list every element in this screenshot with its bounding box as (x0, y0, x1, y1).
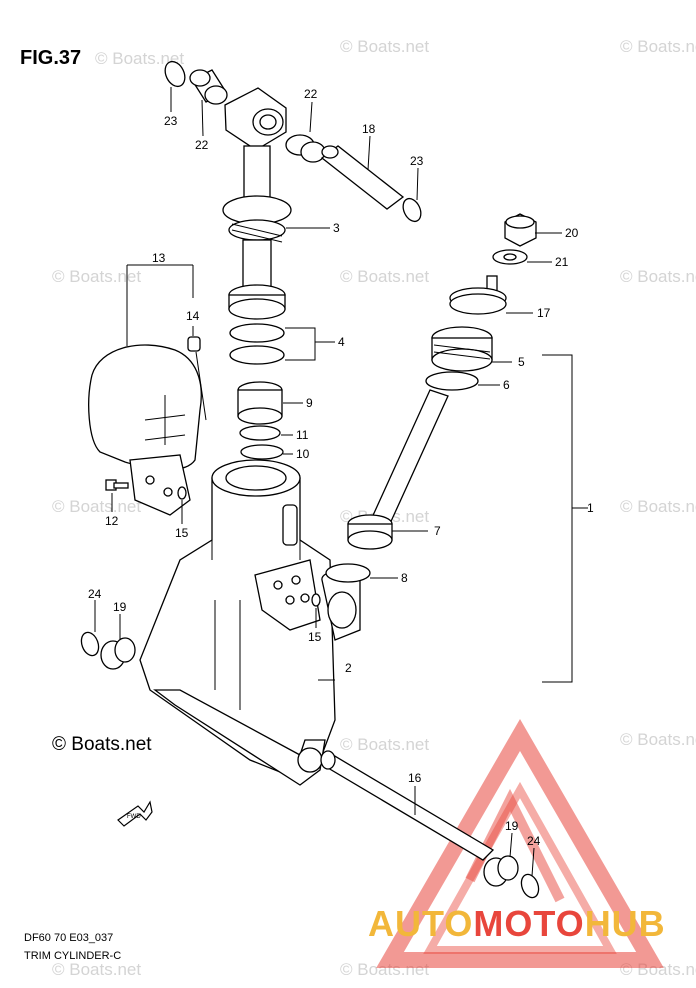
callout-9: 9 (306, 396, 313, 410)
callout-15: 15 (308, 630, 322, 644)
callout-17: 17 (537, 306, 551, 320)
callout-15: 15 (175, 526, 189, 540)
part-11-ring (239, 425, 281, 441)
watermark: © Boats.net (52, 960, 141, 979)
part-24-ring-right (520, 873, 540, 899)
watermark: © Boats.net (620, 497, 696, 516)
callout-6: 6 (503, 378, 510, 392)
callout-22: 22 (304, 87, 318, 101)
brand-part-auto: AUTO (368, 903, 473, 944)
watermark: © Boats.net (340, 37, 429, 56)
part-17-valve (449, 275, 507, 315)
part-23-ring-top-left (164, 60, 186, 88)
brand-part-hub: HUB (585, 903, 666, 944)
part-22-bushing-left (189, 69, 228, 105)
part-14-plug (187, 336, 201, 352)
callout-24: 24 (527, 834, 541, 848)
copyright-notice: © Boats.net (52, 734, 152, 755)
callout-13: 13 (152, 251, 166, 265)
part-19-bushing-right (483, 855, 519, 887)
figure-name: TRIM CYLINDER-C (24, 950, 121, 962)
callout-21: 21 (555, 255, 569, 269)
brand-wordmark: AUTOMOTOHUB (368, 903, 666, 944)
callout-10: 10 (296, 447, 310, 461)
callout-20: 20 (565, 226, 579, 240)
callout-24: 24 (88, 587, 102, 601)
figure-title: FIG.37 (20, 47, 81, 69)
part-5-cap (431, 326, 493, 372)
callout-2: 2 (345, 661, 352, 675)
callout-12: 12 (105, 514, 119, 528)
part-16-shaft (320, 750, 495, 861)
figure-code: DF60 70 E03_037 (24, 932, 113, 944)
part-24-ring-left (80, 631, 100, 657)
watermark: © Boats.net (620, 730, 696, 749)
callout-22: 22 (195, 138, 209, 152)
part-7-piston (347, 514, 393, 550)
part-21-washer (492, 249, 528, 265)
part-9-piston (237, 381, 283, 425)
watermark: © Boats.net (620, 37, 696, 56)
callout-4: 4 (338, 335, 345, 349)
part-15-o-ring-left (177, 486, 187, 500)
callout-5: 5 (518, 355, 525, 369)
callout-1: 1 (587, 501, 594, 515)
callout-3: 3 (333, 221, 340, 235)
callout-19: 19 (505, 819, 519, 833)
part-12-bolt (105, 479, 129, 491)
callout-7: 7 (434, 524, 441, 538)
part-20-nut (504, 213, 537, 247)
part-19-bushing-left (100, 637, 136, 670)
callout-labels: 1 2 3 4 5 6 7 8 9 11 10 12 13 14 15 15 1… (88, 87, 594, 848)
callout-18: 18 (362, 122, 376, 136)
part-15-o-ring-right (311, 593, 321, 607)
part-3-cylinder-head (222, 87, 292, 243)
part-8-o-ring (325, 563, 371, 583)
callout-11: 11 (296, 428, 309, 442)
callout-14: 14 (186, 309, 200, 323)
callout-16: 16 (408, 771, 422, 785)
watermark-layer: © Boats.net © Boats.net © Boats.net © Bo… (52, 37, 696, 979)
part-6-o-ring (425, 371, 479, 391)
part-13-cover (88, 344, 202, 516)
leader-lines (94, 87, 588, 877)
watermark: © Boats.net (340, 735, 429, 754)
part-10-ring (240, 444, 284, 460)
part-23-ring-right (402, 197, 422, 223)
part-18-pin (320, 145, 405, 210)
watermark: © Boats.net (95, 49, 184, 68)
part-22-bushing-right (285, 134, 326, 163)
watermark: © Boats.net (52, 497, 141, 516)
callout-23: 23 (410, 154, 424, 168)
brand-part-moto: MOTO (473, 903, 584, 944)
fwd-label: FWD (127, 814, 141, 820)
part-piston-rod (228, 239, 286, 320)
callout-8: 8 (401, 571, 408, 585)
fwd-arrow-icon: FWD (117, 800, 153, 827)
part-4-o-rings (229, 323, 285, 365)
watermark: © Boats.net (620, 267, 696, 286)
watermark: © Boats.net (340, 267, 429, 286)
watermark: © Boats.net (52, 267, 141, 286)
callout-23: 23 (164, 114, 178, 128)
callout-19: 19 (113, 600, 127, 614)
part-2-cylinder-housing (139, 459, 361, 786)
